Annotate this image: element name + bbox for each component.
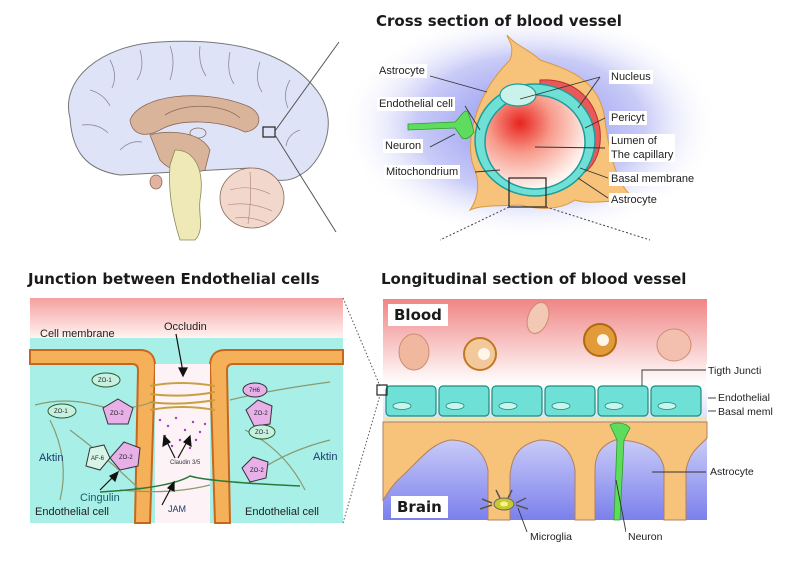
endothelial-cell <box>385 385 437 417</box>
label-astrocyte-top: Astrocyte <box>377 64 427 78</box>
endothelial-cell <box>438 385 490 417</box>
cross-section-drawing <box>340 10 720 241</box>
label-brain: Brain <box>391 496 448 518</box>
label-aktin-left: Aktin <box>39 452 64 464</box>
label-microglia: Microglia <box>528 530 575 544</box>
label-tight-junction: Tigth Juncti <box>706 364 764 378</box>
red-blood-cell <box>656 328 692 362</box>
endothelial-cell <box>491 385 543 417</box>
junction-drawing <box>29 297 381 524</box>
title-cross-section: Cross section of blood vessel <box>376 12 622 30</box>
7h6-protein <box>242 382 268 398</box>
title-junction: Junction between Endothelial cells <box>28 270 320 288</box>
zo-right-ellipse <box>248 424 276 440</box>
zo1-left-top <box>91 372 121 388</box>
membrane-left <box>29 349 157 524</box>
zo1-left-mid <box>47 403 77 419</box>
zo-proteins <box>47 372 276 483</box>
label-zo1-top: ZO-1 <box>98 378 112 384</box>
longitudinal-zoom-marker <box>376 384 388 396</box>
label-mitochondrium: Mitochondrium <box>384 165 461 179</box>
red-blood-cell <box>526 302 550 334</box>
microglia-cell <box>479 489 529 510</box>
endothelial-nucleus <box>551 402 571 410</box>
label-pericyt: Pericyt <box>609 111 647 125</box>
label-neuron-long: Neuron <box>626 530 665 544</box>
capillary-lumen <box>484 94 586 190</box>
label-cell-membrane: Cell membrane <box>40 328 115 340</box>
label-endothelial-left: Endothelial cell <box>35 506 109 518</box>
endothelial-nucleus <box>657 402 677 410</box>
brain-zoom-marker <box>262 126 276 138</box>
label-af6: AF-6 <box>91 456 105 462</box>
label-lumen: Lumen of The capillary <box>609 134 676 162</box>
endothelial-nucleus <box>499 83 537 107</box>
label-zo-left-lower: ZO-2 <box>119 455 133 461</box>
cross-zoom-marker <box>508 177 547 208</box>
zo-right-lower <box>241 456 269 483</box>
label-astrocyte-bottom: Astrocyte <box>609 193 659 207</box>
label-zo-right: ZO-2 <box>254 411 268 417</box>
label-blood: Blood <box>388 304 448 326</box>
label-lumen-line1: Lumen of <box>611 135 657 147</box>
label-zo-right-ellipse: ZO-1 <box>255 430 269 436</box>
membrane-right <box>208 349 344 524</box>
label-endothelial: Endothelial <box>716 391 772 405</box>
label-basal-membrane: Basal membrane <box>609 172 697 186</box>
label-endothelial-right: Endothelial cell <box>245 506 319 518</box>
corpus-callosum <box>129 95 260 135</box>
astrocyte-endfeet-row <box>382 421 708 521</box>
label-7h6: 7H6 <box>249 388 261 394</box>
title-longitudinal: Longitudinal section of blood vessel <box>381 270 687 288</box>
label-claudin: Claudin 3/5 <box>170 460 201 466</box>
endothelial-nucleus <box>604 402 624 410</box>
endothelial-nucleus <box>498 402 518 410</box>
neuron-process <box>407 110 475 140</box>
label-zo-left: ZO-2 <box>110 411 124 417</box>
af6-protein <box>85 444 111 471</box>
label-zo1-mid: ZO-1 <box>54 409 68 415</box>
label-jam: JAM <box>168 504 186 514</box>
zo-left-pentagon <box>102 398 134 425</box>
label-endothelial-cell: Endothelial cell <box>377 97 455 111</box>
brain-sagittal-drawing <box>68 40 340 241</box>
label-neuron: Neuron <box>383 139 424 153</box>
label-astrocyte-long: Astrocyte <box>708 465 756 479</box>
endothelial-cell <box>544 385 596 417</box>
label-zo-right-lower: ZO-2 <box>250 468 264 474</box>
endothelial-nucleus <box>445 402 465 410</box>
pituitary <box>149 174 163 190</box>
label-basal-membrane-long: Basal meml <box>716 405 775 419</box>
endothelial-cell-row <box>383 385 707 421</box>
endothelial-cell <box>597 385 649 417</box>
endothelial-cell <box>650 385 702 417</box>
label-lumen-line2: The capillary <box>611 149 674 161</box>
cerebellum <box>219 167 285 229</box>
brainstem <box>169 149 202 241</box>
endothelial-nucleus <box>392 402 412 410</box>
label-cingulin: Cingulin <box>80 492 120 504</box>
label-aktin-right: Aktin <box>313 451 338 463</box>
label-nucleus: Nucleus <box>609 70 653 84</box>
label-occludin: Occludin <box>164 321 207 333</box>
zo-left-lower <box>109 441 141 471</box>
red-blood-cell <box>398 333 430 371</box>
